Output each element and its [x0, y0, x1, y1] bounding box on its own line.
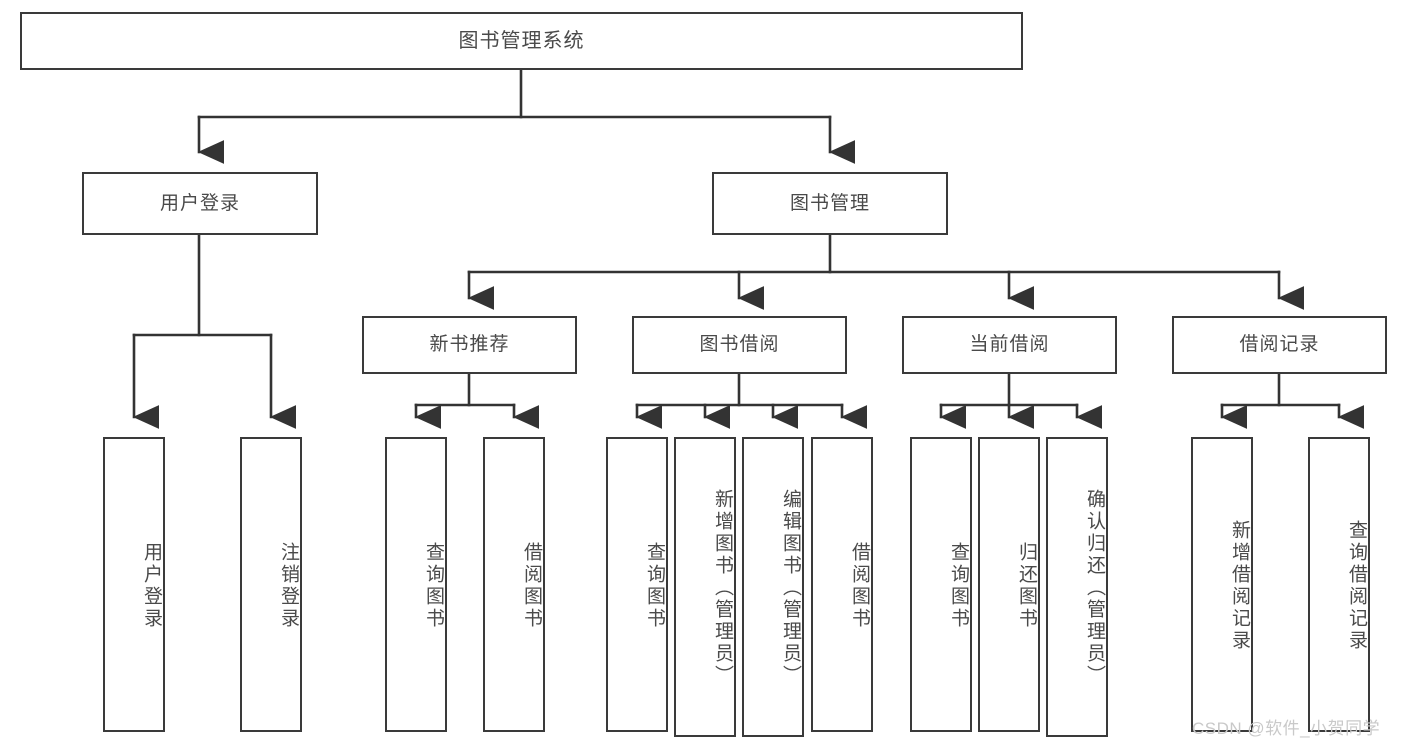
node-label: 查询图书 [644, 541, 665, 630]
node-label: 用户登录 [141, 541, 162, 630]
node-label: 新增借阅记录 [1229, 519, 1250, 652]
node-label: 当前借阅 [969, 334, 1050, 356]
node-leaf-edit-book[interactable]: 编辑图书（管理员） [742, 437, 804, 737]
node-leaf-borrow-book-1[interactable]: 借阅图书 [483, 437, 545, 732]
node-borrow-record[interactable]: 借阅记录 [1172, 316, 1387, 374]
node-label: 借阅记录 [1239, 334, 1320, 356]
node-leaf-query-record[interactable]: 查询借阅记录 [1308, 437, 1370, 732]
node-label: 借阅图书 [521, 541, 542, 630]
node-label: 用户登录 [159, 192, 240, 214]
node-leaf-query-book-2[interactable]: 查询图书 [606, 437, 668, 732]
node-label: 查询图书 [948, 541, 969, 630]
node-book-management[interactable]: 图书管理 [712, 172, 948, 235]
node-label: 新增图书（管理员） [712, 489, 733, 687]
node-label: 查询借阅记录 [1346, 519, 1367, 652]
node-leaf-logout[interactable]: 注销登录 [240, 437, 302, 732]
node-leaf-user-login[interactable]: 用户登录 [103, 437, 165, 732]
node-book-borrow[interactable]: 图书借阅 [632, 316, 847, 374]
node-label: 编辑图书（管理员） [780, 489, 801, 687]
node-leaf-add-record[interactable]: 新增借阅记录 [1191, 437, 1253, 732]
csdn-watermark: CSDN @软件_小贺同学 [1192, 714, 1380, 739]
node-label: 确认归还（管理员） [1084, 489, 1105, 687]
node-label: 注销登录 [278, 541, 299, 630]
node-leaf-query-book-3[interactable]: 查询图书 [910, 437, 972, 732]
node-label: 查询图书 [423, 541, 444, 630]
node-label: 新书推荐 [429, 334, 510, 356]
node-user-login[interactable]: 用户登录 [82, 172, 318, 235]
watermark-text: CSDN @软件_小贺同学 [1192, 719, 1381, 738]
node-leaf-return-book[interactable]: 归还图书 [978, 437, 1040, 732]
node-root-system[interactable]: 图书管理系统 [20, 12, 1023, 70]
node-leaf-borrow-book-2[interactable]: 借阅图书 [811, 437, 873, 732]
node-label: 归还图书 [1016, 541, 1037, 630]
node-leaf-query-book-1[interactable]: 查询图书 [385, 437, 447, 732]
node-current-borrow[interactable]: 当前借阅 [902, 316, 1117, 374]
node-leaf-confirm-return[interactable]: 确认归还（管理员） [1046, 437, 1108, 737]
node-label: 图书管理 [789, 192, 870, 214]
node-label: 图书借阅 [699, 334, 780, 356]
node-new-book-recommend[interactable]: 新书推荐 [362, 316, 577, 374]
node-leaf-add-book[interactable]: 新增图书（管理员） [674, 437, 736, 737]
node-label: 借阅图书 [849, 541, 870, 630]
node-label: 图书管理系统 [458, 29, 585, 52]
